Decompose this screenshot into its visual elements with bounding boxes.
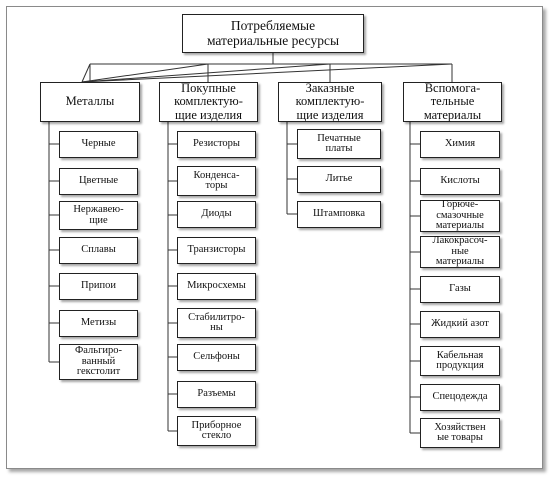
metals-item-foil-textolite: Фальгиро- ванный гекстолит — [59, 344, 138, 380]
metals-item-ferrous: Черные — [59, 131, 138, 158]
purchased-item-capacitors: Конденса- торы — [177, 166, 256, 196]
metals-item-hardware: Метизы — [59, 310, 138, 337]
category-metals: Металлы — [40, 82, 140, 122]
aux-item-chemicals: Химия — [420, 131, 500, 158]
purchased-item-diodes: Диоды — [177, 201, 256, 228]
connector-line — [81, 63, 209, 83]
aux-item-acids: Кислоты — [420, 168, 500, 195]
ordered-item-casting: Литье — [297, 166, 381, 193]
metals-item-nonferrous: Цветные — [59, 168, 138, 195]
category-auxiliary-materials: Вспомога- тельные материалы — [403, 82, 502, 122]
metals-item-stainless: Нержавею- щие — [59, 201, 138, 230]
purchased-item-zener-diodes: Стабилитро- ны — [177, 308, 256, 338]
purchased-item-microchips: Микросхемы — [177, 273, 256, 300]
aux-item-workwear: Спецодежда — [420, 384, 500, 411]
purchased-item-connectors: Разъемы — [177, 381, 256, 408]
purchased-item-instrument-glass: Приборное стекло — [177, 416, 256, 446]
connector-line — [81, 63, 331, 83]
category-ordered-components: Заказные комплектую- щие изделия — [278, 82, 382, 122]
purchased-item-bellows: Сельфоны — [177, 344, 256, 371]
connector-line — [81, 63, 453, 83]
aux-item-liquid-nitrogen: Жидкий азот — [420, 311, 500, 338]
aux-item-fuels-lubricants: Горюче- смазочные материалы — [420, 200, 500, 232]
aux-item-cable-products: Кабельная продукция — [420, 346, 500, 376]
aux-item-paints-varnishes: Лакокрасоч- ные материалы — [420, 236, 500, 268]
metals-item-alloys: Сплавы — [59, 237, 138, 264]
connector-line — [81, 63, 91, 83]
root-node: Потребляемые материальные ресурсы — [182, 14, 364, 53]
purchased-item-transistors: Транзисторы — [177, 237, 256, 264]
aux-item-gases: Газы — [420, 276, 500, 303]
category-purchased-components: Покупные комплектую- щие изделия — [159, 82, 258, 122]
ordered-item-stamping: Штамповка — [297, 201, 381, 228]
purchased-item-resistors: Резисторы — [177, 131, 256, 158]
metals-item-solders: Припои — [59, 273, 138, 300]
ordered-item-pcb: Печатные платы — [297, 129, 381, 159]
aux-item-household-goods: Хозяйствен ые товары — [420, 418, 500, 448]
